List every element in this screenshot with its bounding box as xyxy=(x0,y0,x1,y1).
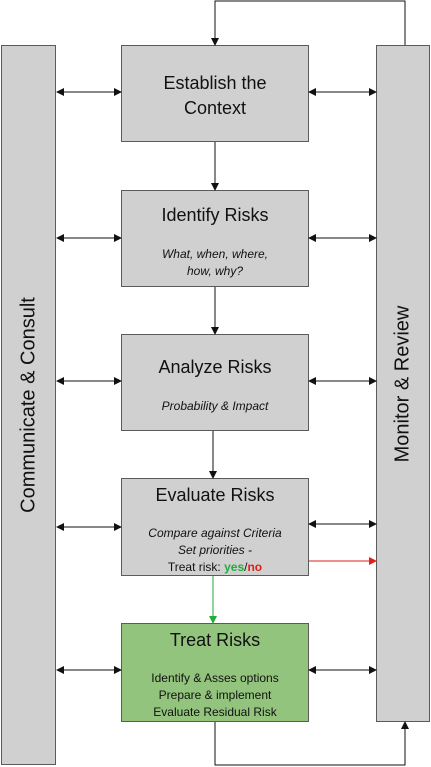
feedback-loop-top xyxy=(211,0,406,46)
treat-risk-slash: / xyxy=(244,560,248,574)
identify-risks-subtitle-line1: What, when, where, xyxy=(161,247,269,261)
feedback-loop-bottom xyxy=(214,721,409,766)
communicate-consult-column: Communicate & Consult xyxy=(1,45,56,765)
analyze-risks-title: Analyze Risks xyxy=(158,357,272,377)
analyze-risks-subtitle: Probability & Impact xyxy=(161,399,269,413)
evaluate-risks-subtitle-line1: Compare against Criteria xyxy=(148,526,282,540)
treat-risk-decision: Treat risk: yes/no xyxy=(122,559,308,576)
treat-risks-line2: Prepare & implement xyxy=(158,688,272,702)
evaluate-risks-title: Evaluate Risks xyxy=(155,485,275,505)
identify-risks-title: Identify Risks xyxy=(161,205,269,225)
treat-risk-no: no xyxy=(247,560,263,574)
treat-risk-yes: yes xyxy=(224,560,245,574)
establish-context-title-line2: Context xyxy=(183,98,247,118)
evaluate-risks-box: Evaluate Risks Compare against Criteria … xyxy=(121,478,309,576)
treat-risks-box: Treat Risks Identify & Asses options Pre… xyxy=(121,623,309,722)
treat-risk-prefix: Treat risk: xyxy=(167,560,225,574)
treat-risks-line1: Identify & Asses options xyxy=(151,671,279,685)
establish-context-box: Establish the Context xyxy=(121,45,309,142)
establish-context-title-line1: Establish the xyxy=(163,73,267,93)
identify-risks-box: Identify Risks What, when, where, how, w… xyxy=(121,190,309,287)
treat-risks-title: Treat Risks xyxy=(169,630,261,650)
identify-risks-subtitle-line2: how, why? xyxy=(186,264,244,278)
treat-risks-line3: Evaluate Residual Risk xyxy=(153,705,277,719)
evaluate-risks-subtitle-line2: Set priorities - xyxy=(177,543,253,557)
